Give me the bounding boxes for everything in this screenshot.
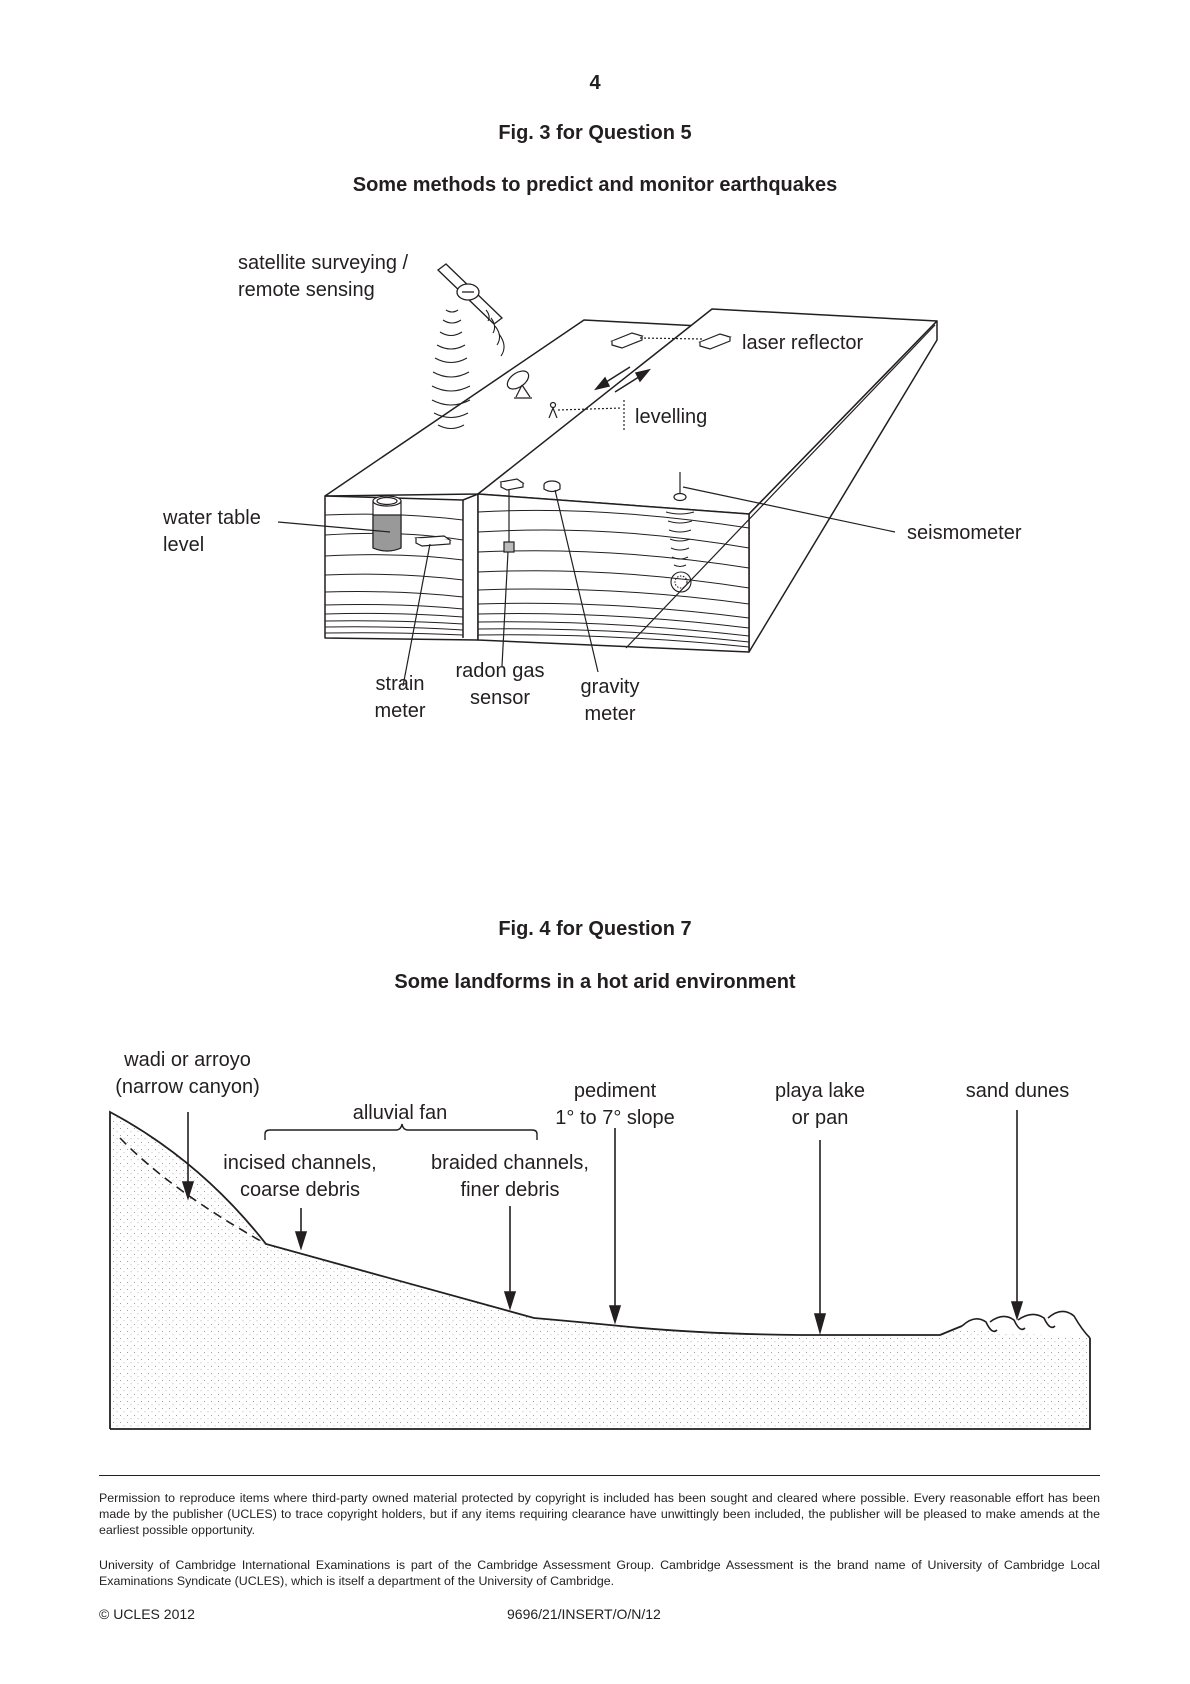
page-number: 4 [589, 72, 601, 94]
seismometer-icon [673, 472, 687, 502]
label-braided-line1: braided channels, [431, 1152, 589, 1174]
label-gravity-line2: meter [584, 703, 636, 725]
label-gravity-line1: gravity [580, 676, 640, 698]
label-levelling: levelling [635, 406, 708, 428]
radon-gas-sensor-icon [499, 478, 525, 553]
label-radon-line2: sensor [469, 687, 531, 709]
fig4-caption: Fig. 4 for Question 7 [498, 918, 692, 940]
satellite-icon [436, 263, 504, 325]
label-pediment-line2: 1° to 7° slope [555, 1107, 675, 1129]
fig3-leader-lines [277, 486, 896, 687]
label-wadi-line2: (narrow canyon) [115, 1076, 260, 1098]
label-water-table-line1: water table [163, 507, 261, 529]
label-water-table-line2: level [163, 534, 205, 556]
seismic-waves [665, 511, 695, 593]
laser-reflector-icon [610, 332, 732, 350]
label-laser-reflector: laser reflector [742, 332, 864, 354]
label-pediment-line1: pediment [573, 1080, 657, 1102]
fig4-title: Some landforms in a hot arid environment [394, 971, 796, 993]
label-radon-line1: radon gas [455, 660, 545, 682]
satellite-signal-waves [431, 309, 505, 430]
water-table-well-icon [372, 495, 402, 552]
label-braided-line2: finer debris [460, 1179, 560, 1201]
footer-permission-text: Permission to reproduce items where thir… [99, 1491, 1100, 1537]
fault-block [324, 308, 938, 653]
footer-ucles-info: University of Cambridge International Ex… [99, 1558, 1100, 1588]
fig3-caption: Fig. 3 for Question 5 [498, 122, 692, 144]
footer-divider [99, 1475, 1100, 1476]
label-satellite-line1: satellite surveying / [238, 252, 409, 274]
fig3-title: Some methods to predict and monitor eart… [352, 174, 838, 196]
label-seismometer: seismometer [907, 522, 1022, 544]
label-strain-line2: meter [374, 700, 426, 722]
label-sand-dunes: sand dunes [965, 1080, 1070, 1102]
levelling-icon [548, 400, 625, 430]
label-satellite-line2: remote sensing [238, 279, 375, 301]
label-playa-line2: or pan [791, 1107, 849, 1129]
label-wadi-line1: wadi or arroyo [124, 1049, 251, 1071]
fault-line [625, 324, 936, 649]
fault-motion-arrows [594, 366, 651, 393]
satellite-dish-icon [506, 370, 532, 399]
label-incised-line2: coarse debris [239, 1179, 361, 1201]
footer-copyright: © UCLES 2012 [99, 1606, 195, 1622]
label-strain-line1: strain [375, 673, 425, 695]
strain-meter-icon [414, 535, 452, 547]
label-incised-line1: incised channels, [223, 1152, 377, 1174]
gravity-meter-icon [543, 480, 561, 493]
label-playa-line1: playa lake [774, 1080, 866, 1102]
footer-paper-code: 9696/21/INSERT/O/N/12 [507, 1606, 661, 1622]
label-alluvial-fan: alluvial fan [352, 1102, 448, 1124]
